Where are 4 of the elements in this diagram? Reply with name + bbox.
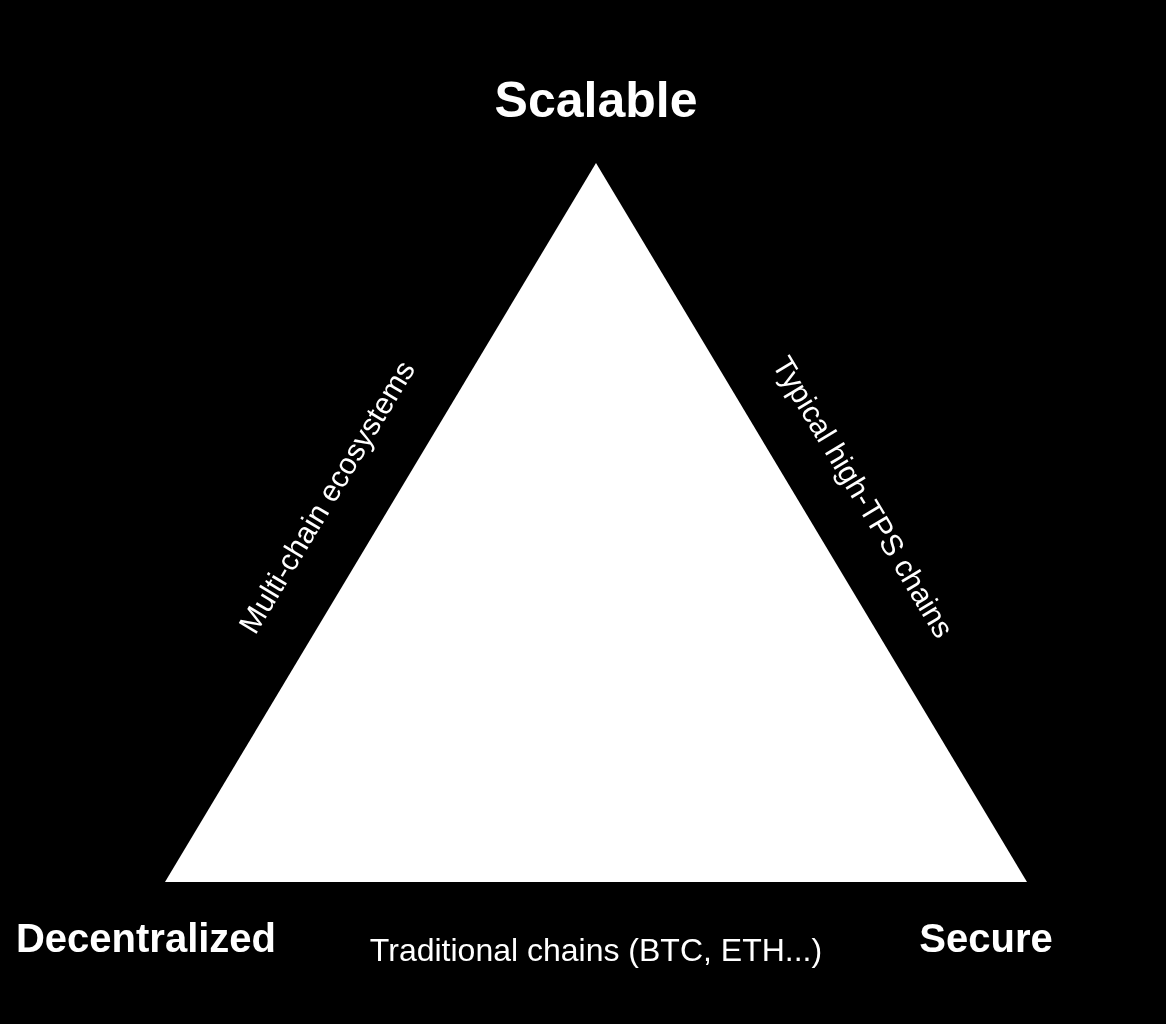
vertex-label: Decentralized [15, 915, 277, 961]
side-label: Traditional chains (BTC, ETH...) [369, 931, 823, 969]
vertex-label: Secure [919, 915, 1053, 961]
vertex-label: Scalable [494, 71, 698, 129]
